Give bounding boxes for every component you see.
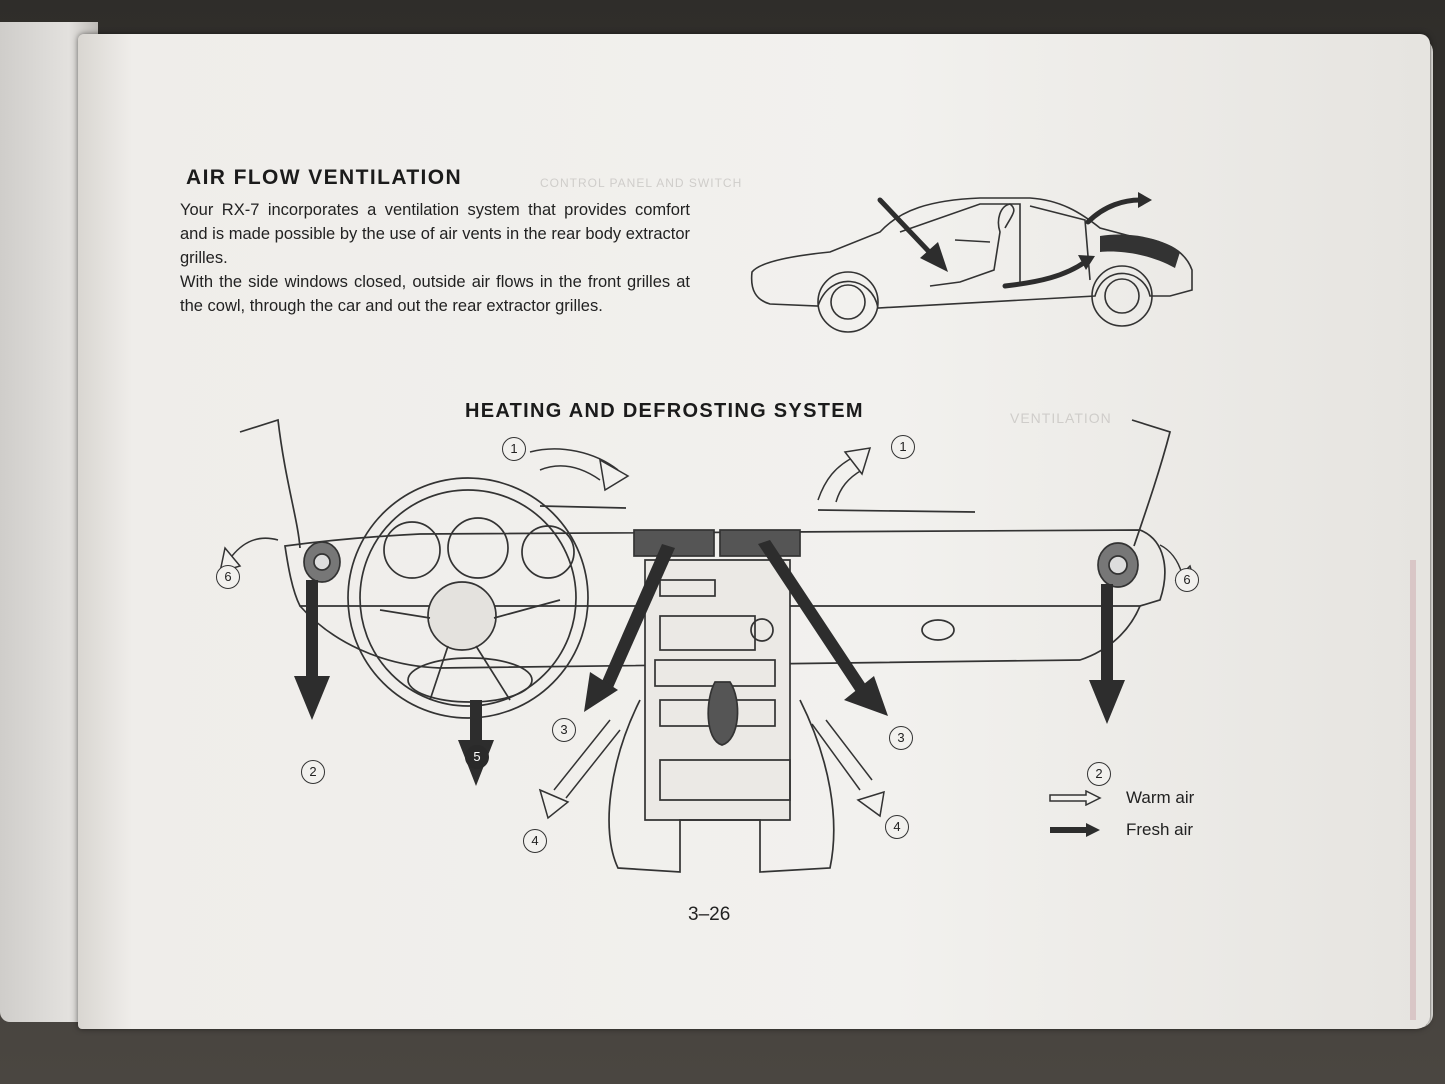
intro-paragraph-1: Your RX-7 incorporates a ventilation sys…	[180, 201, 690, 267]
callout-4-left: 4	[523, 829, 547, 853]
legend-fresh-label: Fresh air	[1126, 820, 1194, 839]
callout-5: 5	[465, 745, 489, 769]
section-title: AIR FLOW VENTILATION	[186, 166, 463, 189]
callout-1-left: 1	[502, 437, 526, 461]
callout-1-right: 1	[891, 435, 915, 459]
show-through-text: CONTROL PANEL AND SWITCH	[540, 176, 743, 190]
page-tab-edge	[1410, 560, 1416, 1020]
show-through-text: VENTILATION	[1010, 410, 1112, 426]
callout-2-right: 2	[1087, 762, 1111, 786]
callout-3-right: 3	[889, 726, 913, 750]
callout-6-left: 6	[216, 565, 240, 589]
fresh-air-arrow-icon	[1050, 823, 1100, 837]
page-number: 3–26	[688, 904, 731, 925]
intro-paragraph-2: With the side windows closed, outside ai…	[180, 273, 690, 315]
warm-air-arrow-icon	[1049, 790, 1102, 806]
callout-4-right: 4	[885, 815, 909, 839]
diagram-title: HEATING AND DEFROSTING SYSTEM	[465, 400, 864, 422]
legend-warm-air: Warm air	[1048, 788, 1194, 808]
legend-warm-label: Warm air	[1126, 788, 1195, 807]
callout-6-right: 6	[1175, 568, 1199, 592]
legend-fresh-air: Fresh air	[1048, 820, 1193, 840]
intro-text: Your RX-7 incorporates a ventilation sys…	[180, 198, 690, 318]
callout-2-left: 2	[301, 760, 325, 784]
callout-3-left: 3	[552, 718, 576, 742]
